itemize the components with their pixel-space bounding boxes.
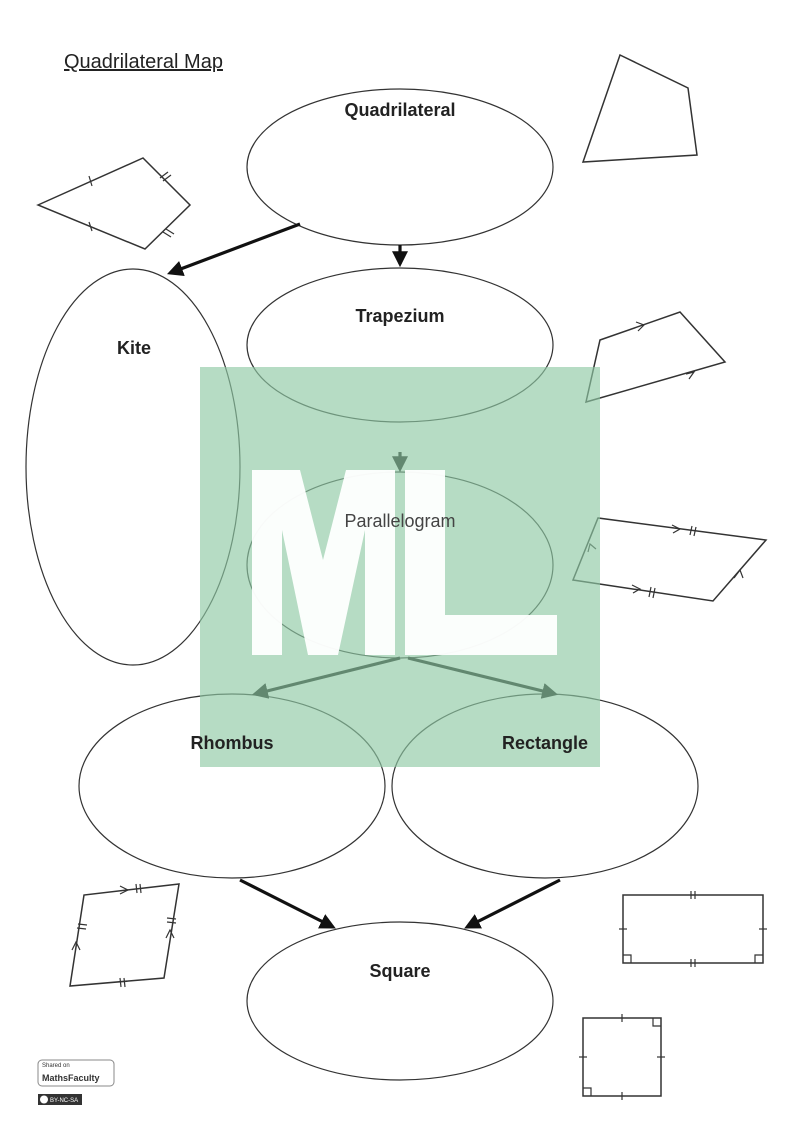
badge-brand: MathsFaculty <box>42 1073 100 1083</box>
watermark-letter-l <box>405 470 557 655</box>
arrow-rhombus-square <box>239 878 336 929</box>
label-quadrilateral: Quadrilateral <box>344 100 455 120</box>
kite-example-shape <box>36 157 192 250</box>
parallelogram-example-shape <box>571 517 768 602</box>
label-parallelogram: Parallelogram <box>344 511 455 531</box>
badge-shared-on: Shared on <box>42 1063 70 1069</box>
arrow-rectangle-square <box>464 878 561 929</box>
rectangle-example-shape <box>619 891 767 967</box>
rhombus-example-shape <box>69 883 180 988</box>
label-square: Square <box>369 961 430 981</box>
cc-license-badge: BY-NC-SA <box>38 1094 82 1105</box>
mathsfaculty-badge: Shared on MathsFaculty <box>37 1059 115 1087</box>
page-title: Quadrilateral Map <box>64 51 223 73</box>
badge-license: BY-NC-SA <box>50 1098 78 1104</box>
trapezium-example-shape <box>584 311 727 404</box>
label-rectangle: Rectangle <box>502 733 588 753</box>
square-node <box>246 921 554 1081</box>
arrow-quadrilateral-kite <box>167 222 301 276</box>
watermark-letter-m <box>252 470 395 655</box>
label-trapezium: Trapezium <box>355 306 444 326</box>
ml-watermark <box>200 367 600 767</box>
quadrilateral-example-shape <box>581 53 698 163</box>
label-kite: Kite <box>117 338 151 358</box>
square-example-shape <box>579 1014 665 1100</box>
label-rhombus: Rhombus <box>191 733 274 753</box>
